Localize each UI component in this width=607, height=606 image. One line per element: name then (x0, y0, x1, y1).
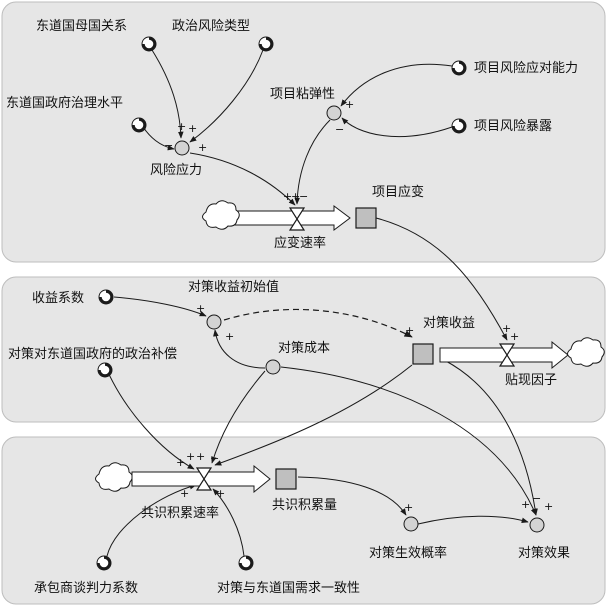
link-compensation-to-consensus-rate (106, 369, 195, 470)
polarity-sign: + (405, 324, 414, 337)
valve-consensus-rate (195, 467, 213, 491)
label-initial-benefit: 对策收益初始值 (188, 279, 279, 295)
polarity-sign: + (544, 500, 553, 513)
label-gov-governance: 东道国政府治理水平 (6, 96, 123, 111)
aux-success-probability (403, 516, 419, 532)
link-cost-to-consensus-rate (211, 370, 266, 464)
aux-strategy-effect (529, 517, 545, 533)
link-cost-to-effect (280, 366, 537, 516)
polarity-sign: + (225, 330, 234, 343)
label-political-risk-type: 政治风险类型 (172, 19, 250, 34)
aux-risk-stress (174, 140, 190, 156)
label-project-resilience: 项目粘弹性 (270, 87, 335, 102)
link-initial-to-strategy-benefit (223, 308, 413, 338)
label-negotiation-coef: 承包商谈判力系数 (34, 581, 138, 596)
polarity-sign: − (164, 139, 173, 152)
stock-strategy-benefit (412, 343, 434, 365)
const-political-compensation (97, 362, 113, 378)
label-strategy-effect: 对策效果 (518, 545, 570, 561)
aux-strategy-cost (265, 359, 281, 375)
cloud-sink-benefit (567, 337, 605, 367)
const-negotiation-coef (96, 555, 112, 571)
const-benefit-coefficient (98, 289, 114, 305)
link-risk-exposure-to-resilience (341, 117, 453, 137)
link-response-capacity-to-resilience (340, 63, 453, 107)
const-risk-response-capacity (451, 60, 467, 76)
link-consensus-to-probability (297, 476, 407, 516)
link-negotiation-to-consensus-rate (106, 483, 197, 557)
polarity-sign: − (299, 190, 308, 203)
label-political-compensation: 对策对东道国政府的政治补偿 (8, 346, 177, 362)
aux-initial-benefit (206, 314, 222, 330)
flow-pipe-benefit (439, 340, 569, 370)
label-benefit-coefficient: 收益系数 (32, 291, 84, 306)
link-risk-stress-to-strain-rate (189, 152, 296, 206)
polarity-sign: + (521, 498, 530, 511)
cloud-source-strain (202, 200, 240, 230)
label-risk-response-capacity: 项目风险应对能力 (474, 60, 578, 76)
flow-pipe-strain (232, 205, 351, 231)
cloud-source-consensus (95, 462, 133, 492)
stock-project-strain (355, 207, 377, 229)
polarity-sign: + (198, 141, 207, 154)
polarity-sign: + (176, 456, 185, 469)
label-discount-factor: 贴现因子 (505, 373, 557, 388)
label-project-strain: 项目应变 (372, 184, 424, 200)
panel-strategy-benefit (1, 276, 606, 423)
polarity-sign: + (502, 322, 511, 335)
polarity-sign: + (291, 190, 300, 203)
polarity-sign: + (196, 450, 205, 463)
const-gov-governance (131, 117, 147, 133)
label-strain-rate: 应变速率 (274, 235, 326, 251)
label-consensus-amount: 共识积累量 (272, 498, 337, 513)
polarity-sign: − (532, 492, 541, 505)
label-success-probability: 对策生效概率 (369, 545, 447, 561)
polarity-sign: − (210, 452, 219, 465)
label-demand-consistency: 对策与东道国需求一致性 (217, 580, 360, 596)
link-resilience-to-strain-rate (294, 119, 331, 205)
polarity-sign: + (177, 120, 186, 133)
const-political-risk-type (258, 36, 274, 52)
link-risk-type-to-risk-stress (189, 49, 264, 143)
polarity-sign: + (510, 330, 519, 343)
link-probability-to-effect (417, 515, 529, 525)
link-benefit-coef-to-initial (113, 296, 207, 317)
label-risk-exposure: 项目风险暴露 (474, 119, 552, 134)
polarity-sign: + (188, 122, 197, 135)
stock-consensus-amount (275, 468, 297, 490)
valve-strain-rate (288, 207, 306, 231)
const-parent-relation (141, 36, 157, 52)
label-strategy-benefit: 对策收益 (423, 315, 475, 331)
polarity-sign: + (196, 302, 205, 315)
panel-consensus (1, 436, 606, 605)
label-risk-stress: 风险应力 (150, 162, 202, 178)
polarity-sign: + (180, 487, 189, 500)
link-project-strain-to-discount-factor (375, 217, 508, 341)
polarity-sign: + (404, 501, 413, 514)
link-consistency-to-consensus-rate (212, 488, 245, 557)
polarity-sign: + (186, 450, 195, 463)
const-risk-exposure (451, 118, 467, 134)
aux-project-resilience (326, 105, 342, 121)
valve-discount-factor (498, 343, 516, 367)
const-demand-consistency (238, 555, 254, 571)
flow-pipe-consensus (131, 464, 271, 494)
link-cost-to-initial (213, 329, 266, 369)
link-strategy-benefit-to-effect (443, 359, 538, 516)
polarity-sign: + (283, 190, 292, 203)
link-strategy-benefit-to-consensus-rate (214, 364, 413, 466)
link-parent-relation-to-risk-stress (151, 49, 184, 139)
polarity-sign: + (345, 98, 354, 111)
label-strategy-cost: 对策成本 (278, 340, 330, 356)
label-consensus-rate: 共识积累速率 (141, 505, 219, 521)
polarity-sign: − (335, 123, 344, 136)
label-parent-relation: 东道国母国关系 (36, 19, 127, 34)
polarity-sign: + (216, 487, 225, 500)
